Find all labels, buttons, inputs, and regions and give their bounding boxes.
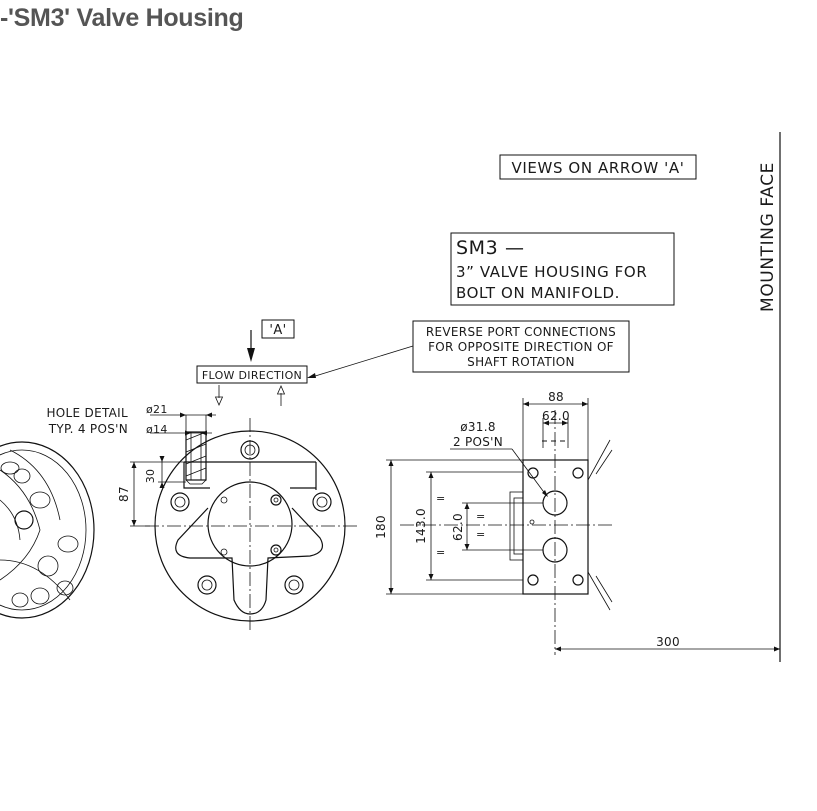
equal-mark-1: = bbox=[436, 492, 446, 505]
hole-detail-section bbox=[185, 431, 207, 485]
reverse-note-line-3: SHAFT ROTATION bbox=[467, 355, 575, 369]
bolt-bottom-right bbox=[284, 575, 304, 595]
bolt-top bbox=[240, 440, 260, 460]
dim-300-label: 300 bbox=[656, 635, 680, 649]
bolt-left bbox=[170, 492, 190, 512]
dim-143-label: 143.0 bbox=[414, 508, 428, 544]
dim-62-vertical-label: 62.0 bbox=[451, 513, 465, 541]
dim-87-label: 87 bbox=[117, 486, 131, 502]
spec-line-3: BOLT ON MANIFOLD. bbox=[456, 284, 620, 302]
hole-detail-dimensions: ø21 ø14 HOLE DETAIL TYP. 4 POS'N 30 87 bbox=[46, 403, 216, 527]
equal-mark-2: = bbox=[436, 546, 446, 559]
flow-direction-label: FLOW DIRECTION bbox=[202, 369, 302, 382]
dim-30-label: 30 bbox=[144, 469, 157, 484]
dim-180-label: 180 bbox=[374, 515, 388, 539]
page-title: -'SM3' Valve Housing bbox=[0, 4, 244, 32]
dim-88-label: 88 bbox=[548, 390, 564, 404]
spec-line-2: 3” VALVE HOUSING FOR bbox=[456, 263, 647, 281]
side-view-dimensions: 88 62.0 ø31.8 2 POS'N 180 143.0 = = 62.0… bbox=[374, 390, 780, 652]
views-label: VIEWS ON ARROW 'A' bbox=[512, 159, 685, 177]
dim-62-horizontal-label: 62.0 bbox=[542, 409, 570, 423]
reverse-note-line-2: FOR OPPOSITE DIRECTION OF bbox=[428, 340, 614, 354]
equal-mark-3: = bbox=[476, 510, 486, 523]
views-label-box: VIEWS ON ARROW 'A' bbox=[499, 154, 697, 180]
spec-box: SM3 — 3” VALVE HOUSING FOR BOLT ON MANIF… bbox=[450, 232, 675, 306]
arrow-a-indicator: 'A' bbox=[247, 319, 295, 362]
pump-partial-view bbox=[0, 441, 95, 619]
dia-21-label: ø21 bbox=[146, 403, 168, 416]
housing-front-view bbox=[145, 418, 358, 632]
reverse-port-note: REVERSE PORT CONNECTIONS FOR OPPOSITE DI… bbox=[307, 320, 630, 378]
hole-detail-label-1: HOLE DETAIL bbox=[46, 406, 128, 420]
mounting-face-label: MOUNTING FACE bbox=[758, 162, 778, 312]
arrow-a-label: 'A' bbox=[269, 323, 286, 338]
reverse-note-line-1: REVERSE PORT CONNECTIONS bbox=[426, 325, 616, 339]
equal-mark-4: = bbox=[476, 528, 486, 541]
hole-detail-label-2: TYP. 4 POS'N bbox=[48, 422, 128, 436]
housing-side-view bbox=[400, 410, 615, 655]
bolt-bottom-left bbox=[197, 575, 217, 595]
flow-direction-box: FLOW DIRECTION bbox=[196, 365, 308, 406]
dia-14-label: ø14 bbox=[146, 423, 168, 436]
spec-line-1: SM3 — bbox=[456, 237, 525, 259]
mounting-face: MOUNTING FACE bbox=[758, 132, 781, 662]
two-positions-label: 2 POS'N bbox=[453, 435, 503, 449]
dia-31-8-label: ø31.8 bbox=[460, 420, 496, 434]
bolt-right bbox=[312, 492, 332, 512]
